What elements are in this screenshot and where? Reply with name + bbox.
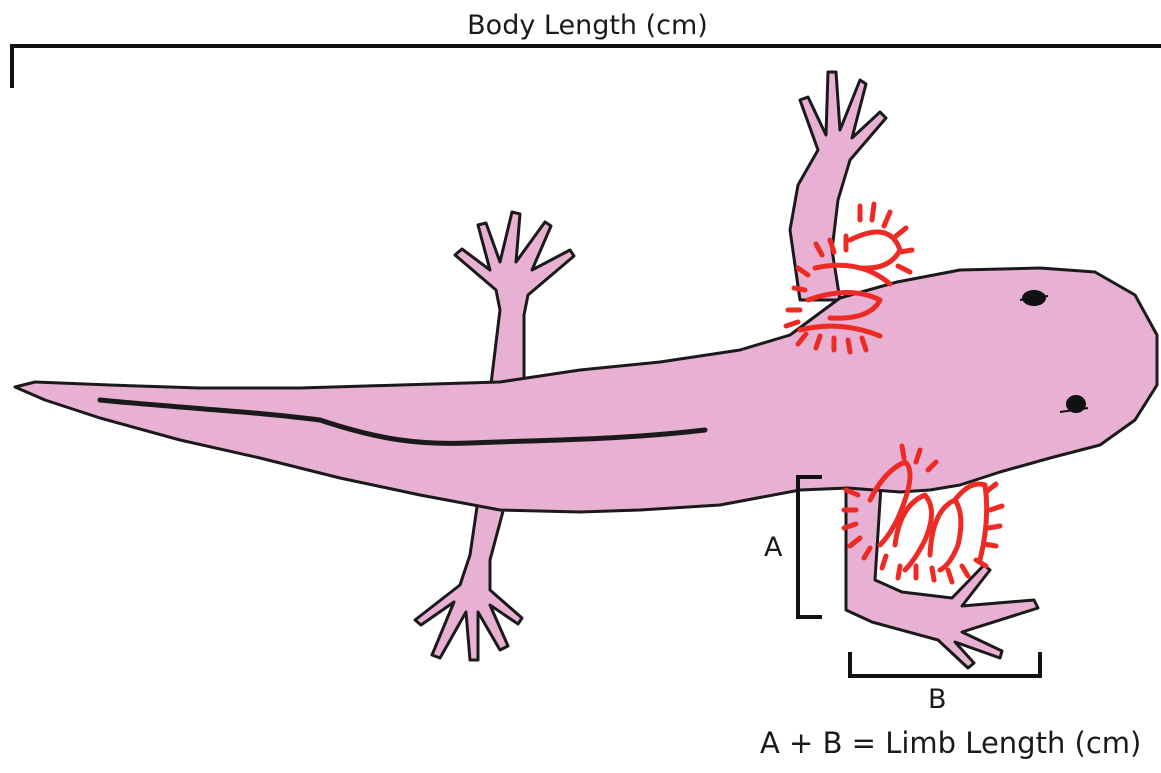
lower-hind-limb [415, 500, 522, 660]
bracket-a [798, 477, 822, 617]
body-length-bracket [12, 46, 1161, 88]
axolotl-body [15, 268, 1157, 512]
body-length-label: Body Length (cm) [0, 10, 1161, 41]
label-b: B [928, 684, 947, 715]
limb-length-formula: A + B = Limb Length (cm) [760, 726, 1141, 760]
axolotl-icon [15, 72, 1157, 668]
upper-hind-limb [455, 212, 574, 392]
label-a: A [764, 532, 782, 563]
bracket-b [850, 652, 1040, 676]
